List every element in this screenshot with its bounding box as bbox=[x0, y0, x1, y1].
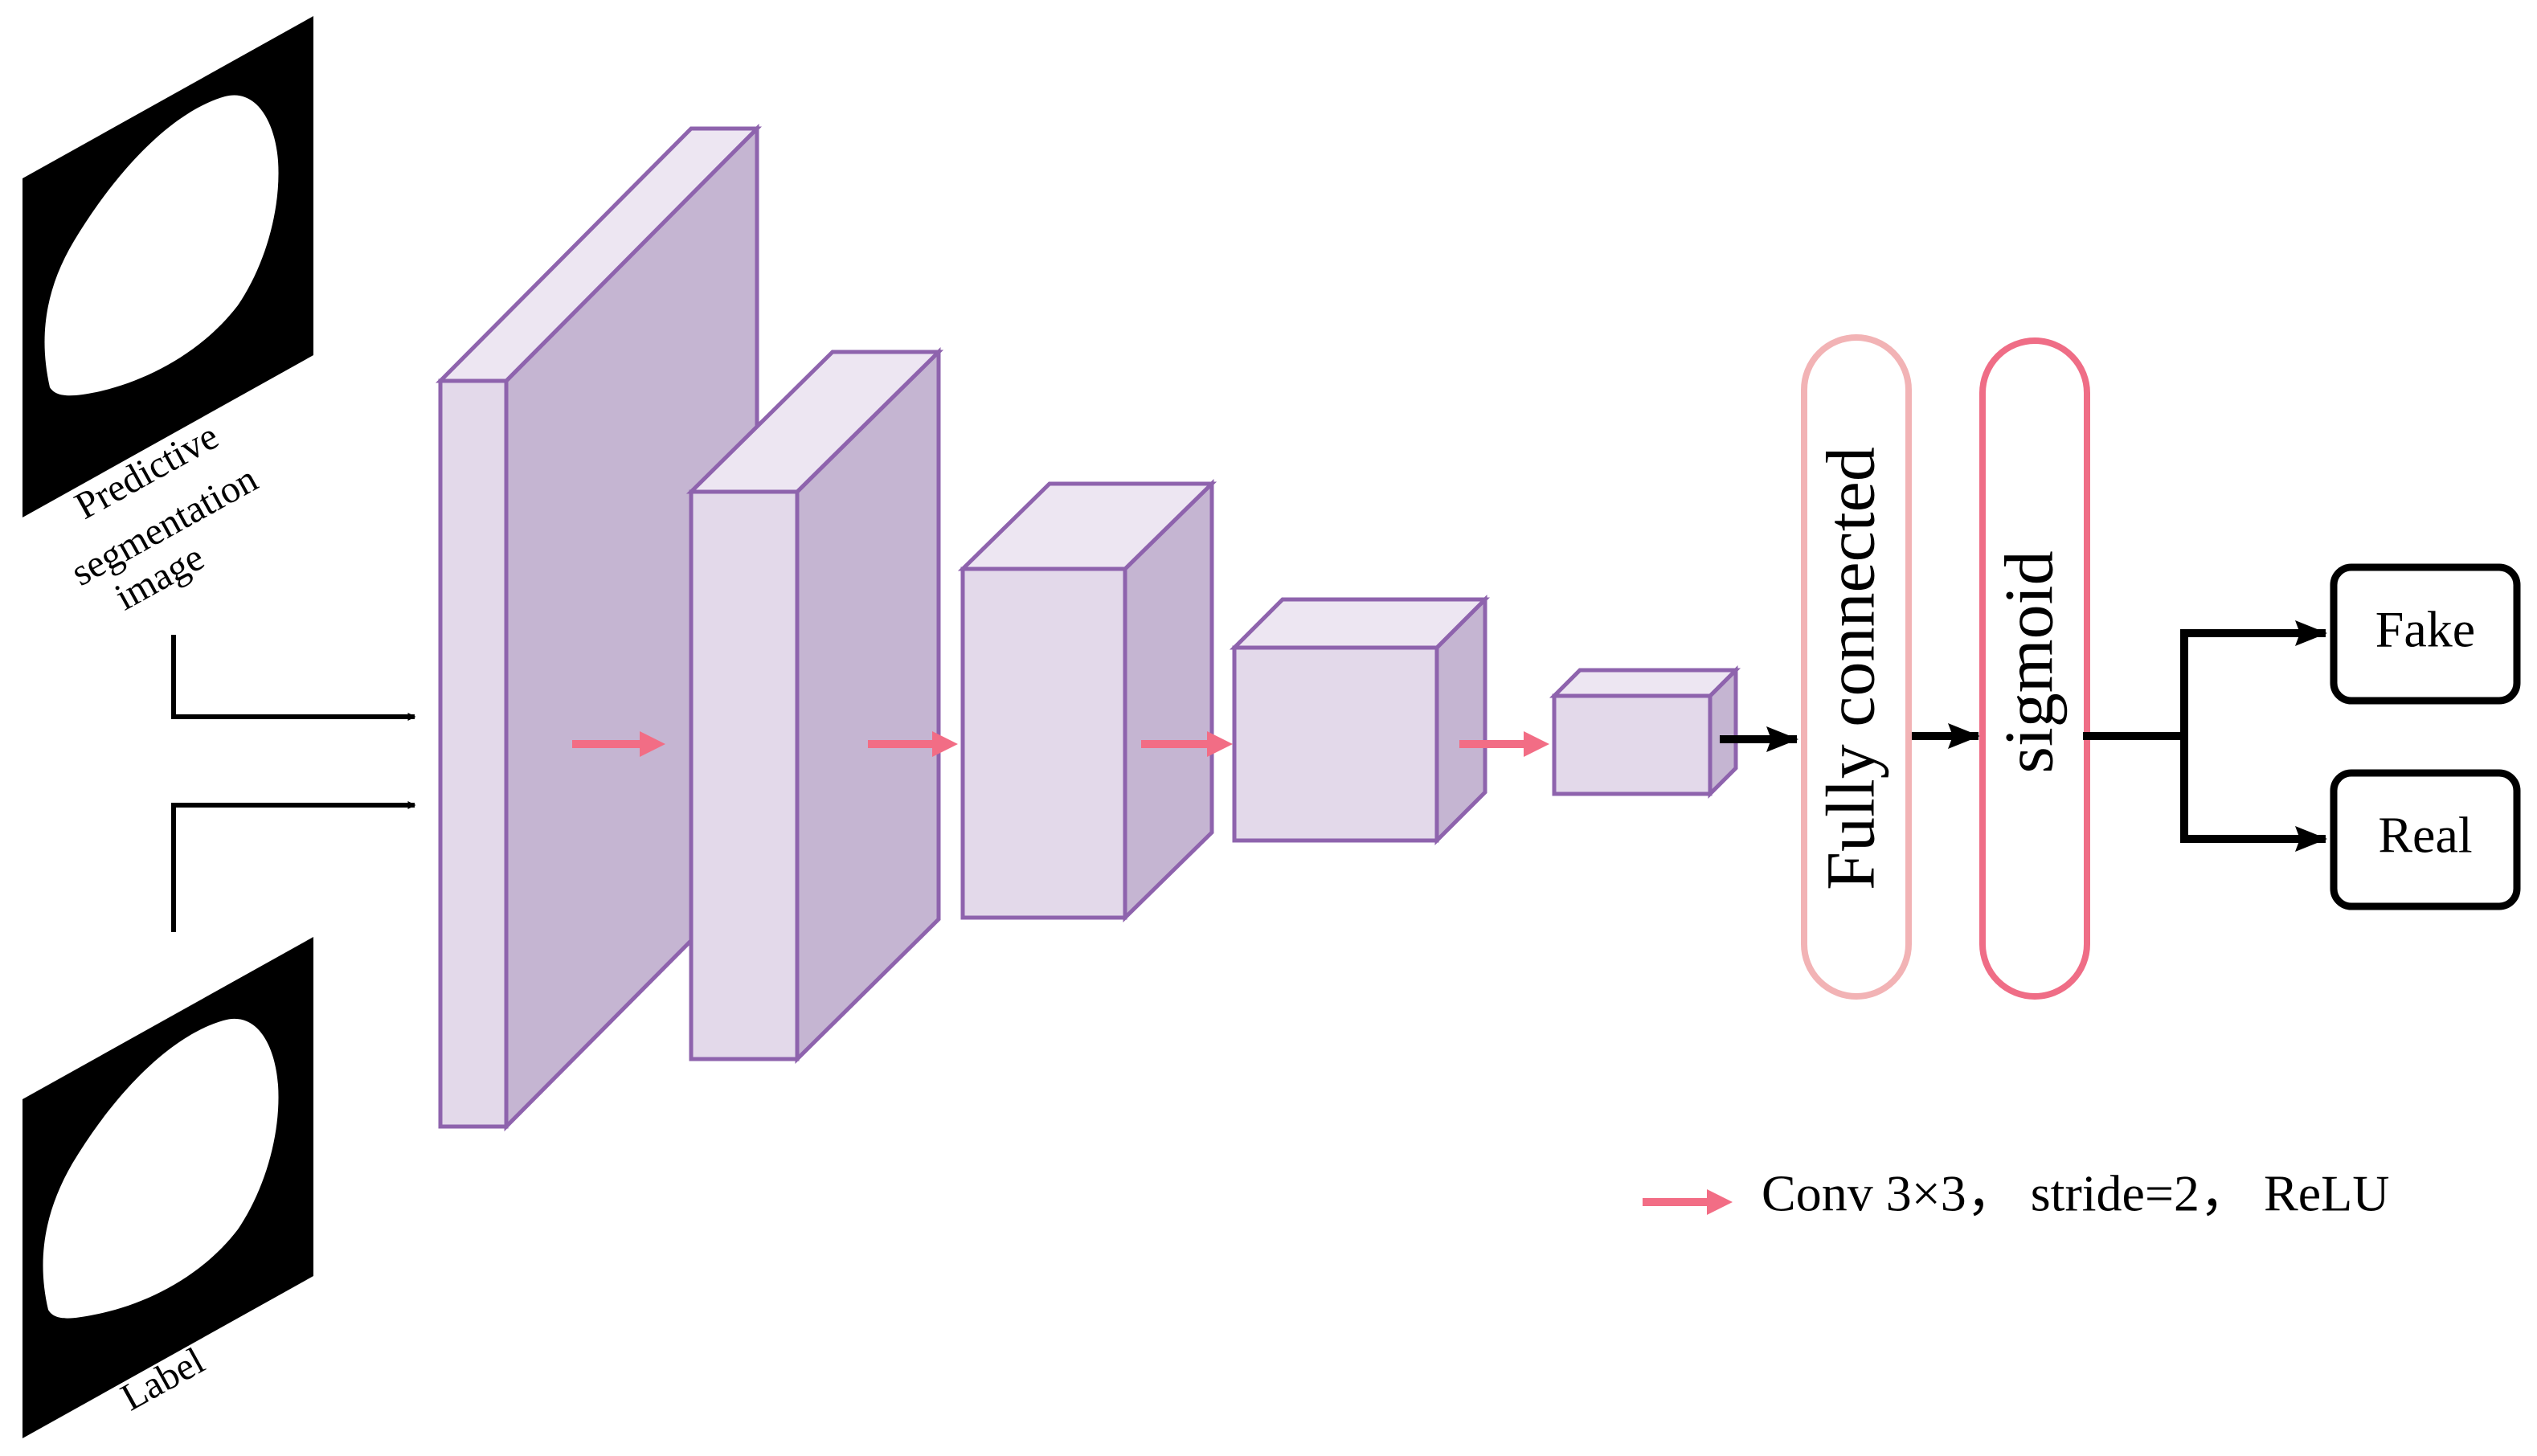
real-output-box bbox=[2330, 769, 2521, 910]
legend-conv-arrow bbox=[1643, 1189, 1733, 1215]
prediction-connector-arrow bbox=[171, 635, 416, 721]
conv-arrow-3 bbox=[1141, 731, 1233, 757]
fake-output-box bbox=[2330, 563, 2521, 705]
fully-connected-pill bbox=[1801, 334, 1912, 1000]
conv-block-2 bbox=[685, 347, 944, 1064]
conv-arrow-2 bbox=[868, 731, 958, 757]
real-output-label: Real bbox=[2378, 807, 2472, 864]
label-connector-arrow bbox=[171, 801, 416, 932]
conv-block-5 bbox=[1549, 665, 1741, 800]
legend-conv-text: Conv 3×3， stride=2， ReLU bbox=[1762, 1165, 2389, 1222]
sigmoid-label: sigmoid bbox=[1991, 550, 2068, 773]
conv-block-3 bbox=[957, 479, 1217, 922]
label-image bbox=[23, 937, 313, 1438]
conv-arrow-1 bbox=[572, 731, 665, 757]
fake-output-label: Fake bbox=[2375, 601, 2475, 658]
prediction-image bbox=[23, 16, 313, 517]
conv-arrow-4 bbox=[1459, 731, 1549, 757]
split-to-real-arrow bbox=[2180, 733, 2327, 852]
conv-block-4 bbox=[1229, 594, 1491, 846]
fully-connected-label: Fully connected bbox=[1812, 447, 1889, 890]
split-to-fake-arrow bbox=[2180, 620, 2327, 739]
sigmoid-pill bbox=[1979, 337, 2090, 1000]
